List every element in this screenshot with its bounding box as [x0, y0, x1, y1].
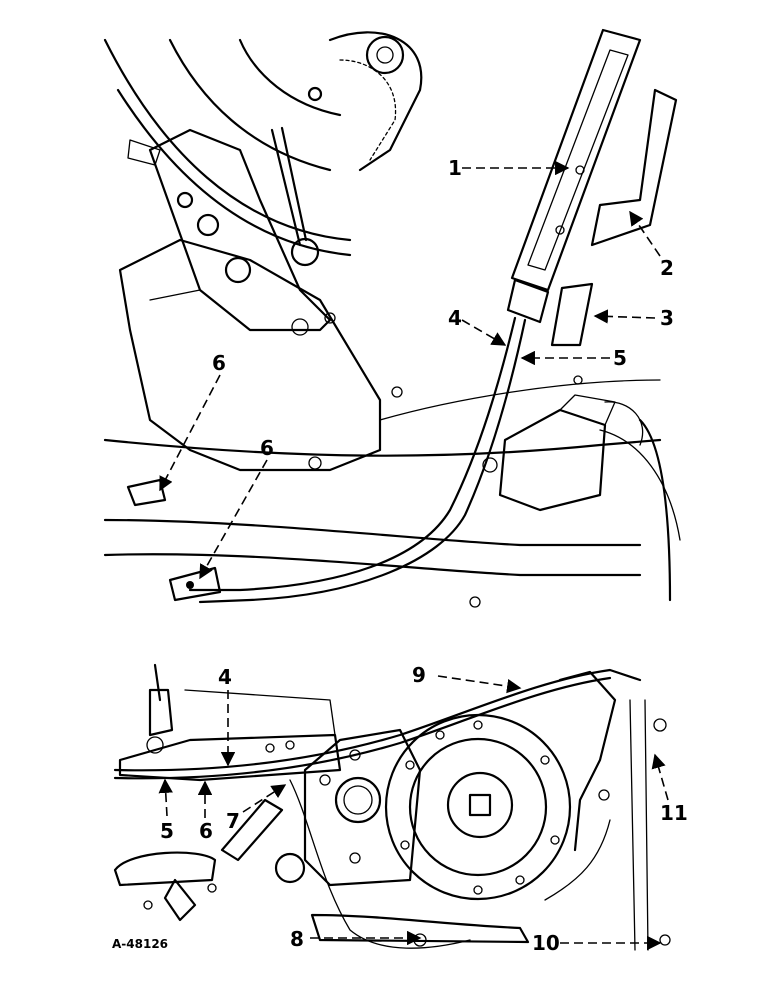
cable-clip — [126, 478, 222, 602]
callout-8: 8 — [290, 927, 304, 951]
starter-rod — [220, 798, 306, 884]
frame-rails — [103, 379, 681, 602]
top-leader-lines — [159, 160, 661, 580]
hydraulic-pump — [303, 728, 422, 887]
callout-3: 3 — [660, 306, 674, 330]
callout-11: 11 — [660, 801, 688, 825]
callout-7: 7 — [226, 809, 240, 833]
linkage-housing — [118, 663, 342, 782]
bottom-leader-lines — [158, 675, 669, 951]
callout-6-bottom: 6 — [199, 819, 213, 843]
dash-housing — [118, 128, 403, 472]
callout-6-right: 6 — [260, 436, 274, 460]
bottom-view — [113, 663, 671, 951]
callout-6-left: 6 — [212, 351, 226, 375]
callout-4-bottom: 4 — [218, 665, 232, 689]
callout-9: 9 — [412, 663, 426, 687]
throttle-cable — [188, 316, 527, 604]
bell-housing — [544, 670, 667, 901]
throttle-quadrant — [506, 28, 642, 324]
figure-reference-number: A-48126 — [112, 937, 168, 951]
callout-10: 10 — [532, 931, 560, 955]
bottom-callouts: 4 9 5 6 7 11 8 10 — [160, 663, 688, 955]
top-callouts: 1 2 3 4 5 6 6 — [212, 156, 674, 460]
callout-1: 1 — [448, 156, 462, 180]
steering-wheel — [103, 38, 352, 257]
lower-tube — [310, 913, 671, 947]
callout-5-bottom: 5 — [160, 819, 174, 843]
gear-sector — [328, 31, 423, 172]
lower-cable — [113, 668, 649, 951]
drive-flange — [384, 713, 572, 901]
foot-pedal — [113, 851, 217, 922]
bracket-part-2 — [590, 88, 678, 247]
callout-2: 2 — [660, 256, 674, 280]
plate-part-3 — [550, 282, 594, 347]
relay-box — [482, 375, 644, 512]
callout-4: 4 — [448, 306, 462, 330]
control-lever — [270, 86, 323, 267]
callout-5: 5 — [613, 346, 627, 370]
top-view — [103, 28, 681, 608]
